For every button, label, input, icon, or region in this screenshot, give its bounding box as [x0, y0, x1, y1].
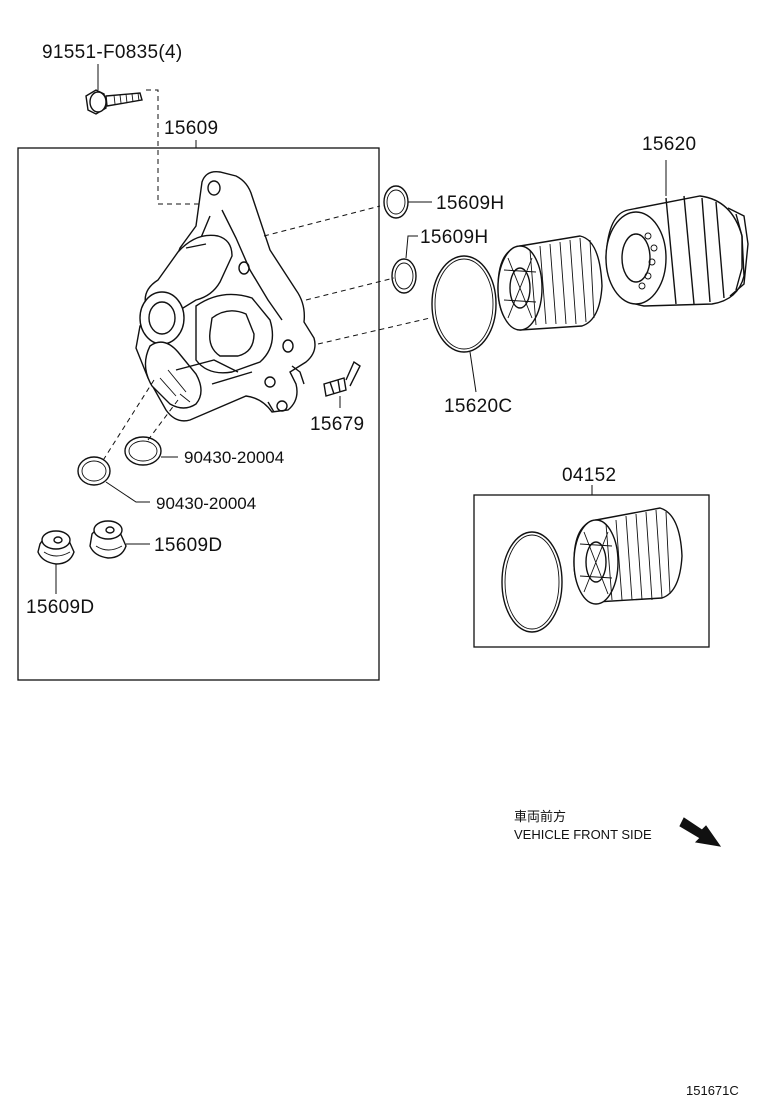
kit-gasket-icon: [501, 531, 563, 633]
label-oring-90430-a: 90430-20004: [184, 448, 284, 467]
filter-cap-icon: [605, 195, 749, 307]
label-oring-h1: 15609H: [436, 193, 504, 214]
label-plug-right: 15609D: [154, 535, 222, 556]
label-housing: 15609: [164, 118, 218, 139]
direction-jp-label: 車両前方: [514, 809, 566, 824]
drain-plug-right-icon: [89, 520, 127, 559]
label-cap: 15620: [642, 134, 696, 155]
clip-15679-icon: [323, 360, 361, 397]
figure-id: 151671C: [686, 1083, 739, 1098]
oring-15609h-top-icon: [383, 185, 409, 219]
drain-plug-left-icon: [37, 530, 75, 565]
vehicle-front-arrow-icon: [679, 817, 722, 847]
label-element-kit: 04152: [562, 465, 616, 486]
label-bolt: 91551-F0835(4): [42, 42, 182, 63]
oring-15609h-lower-icon: [391, 258, 417, 294]
gasket-15620c-icon: [431, 255, 497, 353]
oring-90430-lower-icon: [77, 456, 111, 486]
filter-element-icon: [497, 235, 603, 331]
direction-en-label: VEHICLE FRONT SIDE: [514, 827, 652, 842]
label-plug-left: 15609D: [26, 597, 94, 618]
oring-90430-upper-icon: [124, 436, 162, 466]
label-gasket-c: 15620C: [444, 396, 512, 417]
housing-assembly-box: [17, 147, 380, 681]
label-oring-90430-b: 90430-20004: [156, 494, 256, 513]
label-oring-h2: 15609H: [420, 227, 488, 248]
kit-filter-element-icon: [573, 507, 683, 605]
label-clip: 15679: [310, 414, 364, 435]
oil-filter-housing-icon: [135, 171, 316, 422]
bolt-icon: [85, 89, 143, 115]
